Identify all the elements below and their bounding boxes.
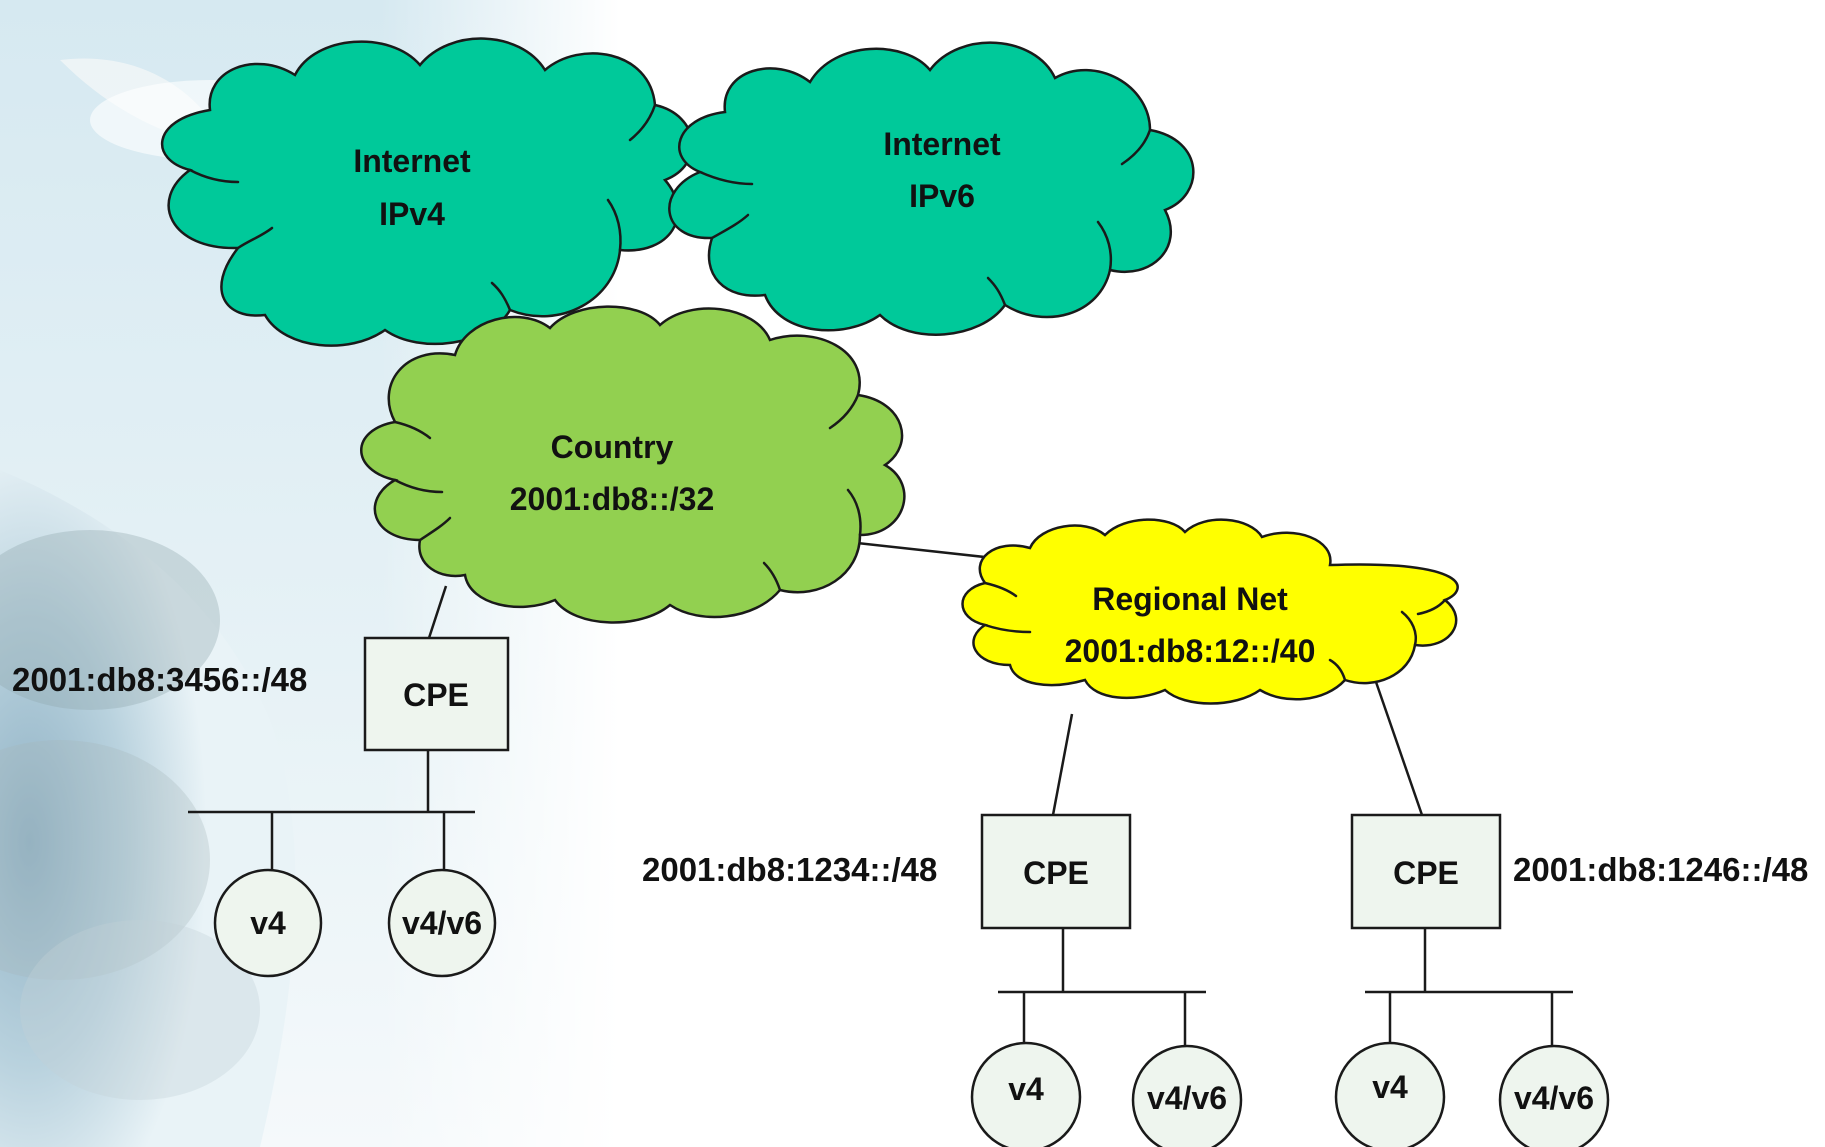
cloud-ipv6-line1: Internet: [883, 126, 1001, 162]
cpe-right-box: [1350, 813, 1502, 930]
host-right-b-label: v4/v6: [1514, 1080, 1594, 1116]
cpe-right-label: CPE: [1393, 855, 1459, 891]
link-regional-cpe-right: [1374, 681, 1424, 816]
host-middle-a-label: v4: [1008, 1071, 1044, 1107]
host-middle-b-label: v4/v6: [1147, 1080, 1227, 1116]
cpe-middle: CPE: [980, 813, 1132, 930]
host-left-b-label: v4/v6: [402, 905, 482, 941]
cloud-internet-ipv4: Internet IPv4: [161, 37, 694, 347]
cpe-left-label: CPE: [403, 677, 469, 713]
link-regional-cpe-middle: [1051, 713, 1074, 816]
cpe-middle-prefix: 2001:db8:1234::/48: [642, 851, 937, 888]
cloud-internet-ipv6: Internet IPv6: [668, 41, 1195, 336]
host-right-b: v4/v6: [1498, 1044, 1610, 1147]
cloud-country-line2: 2001:db8::/32: [510, 481, 715, 517]
cloud-regional-line2: 2001:db8:12::/40: [1065, 633, 1316, 669]
host-middle-a-circle: [970, 1041, 1082, 1147]
host-left-a: v4: [213, 868, 323, 978]
host-left-b: v4/v6: [387, 868, 497, 978]
cloud-country-line1: Country: [551, 429, 674, 465]
cpe-left-prefix: 2001:db8:3456::/48: [12, 661, 307, 698]
cloud-ipv4-line1: Internet: [353, 143, 471, 179]
host-right-a: v4: [1334, 1041, 1446, 1147]
cpe-middle-label: CPE: [1023, 855, 1089, 891]
host-middle-b: v4/v6: [1131, 1044, 1243, 1147]
cloud-regional-line1: Regional Net: [1092, 581, 1288, 617]
cpe-right: CPE: [1350, 813, 1502, 930]
host-left-a-label: v4: [250, 905, 286, 941]
host-middle-b-circle: [1131, 1044, 1243, 1147]
cloud-ipv4-line2: IPv4: [379, 196, 445, 232]
cpe-middle-box: [980, 813, 1132, 930]
cloud-country: Country 2001:db8::/32: [360, 305, 906, 624]
cpe-left: CPE: [363, 636, 510, 752]
cpe-right-prefix: 2001:db8:1246::/48: [1513, 851, 1808, 888]
cpe-left-box: [363, 636, 510, 752]
cloud-ipv4-shape: [161, 37, 694, 347]
host-left-b-circle: [387, 868, 497, 978]
host-left-a-circle: [213, 868, 323, 978]
host-right-b-circle: [1498, 1044, 1610, 1147]
host-right-a-circle: [1334, 1041, 1446, 1147]
cloud-country-shape: [360, 305, 906, 624]
cloud-ipv6-line2: IPv6: [909, 178, 975, 214]
host-right-a-label: v4: [1372, 1069, 1408, 1105]
link-country-cpe-left: [427, 585, 448, 639]
host-middle-a: v4: [970, 1041, 1082, 1147]
cloud-regional-net: Regional Net 2001:db8:12::/40: [961, 518, 1459, 705]
cloud-regional-shape: [961, 518, 1459, 705]
